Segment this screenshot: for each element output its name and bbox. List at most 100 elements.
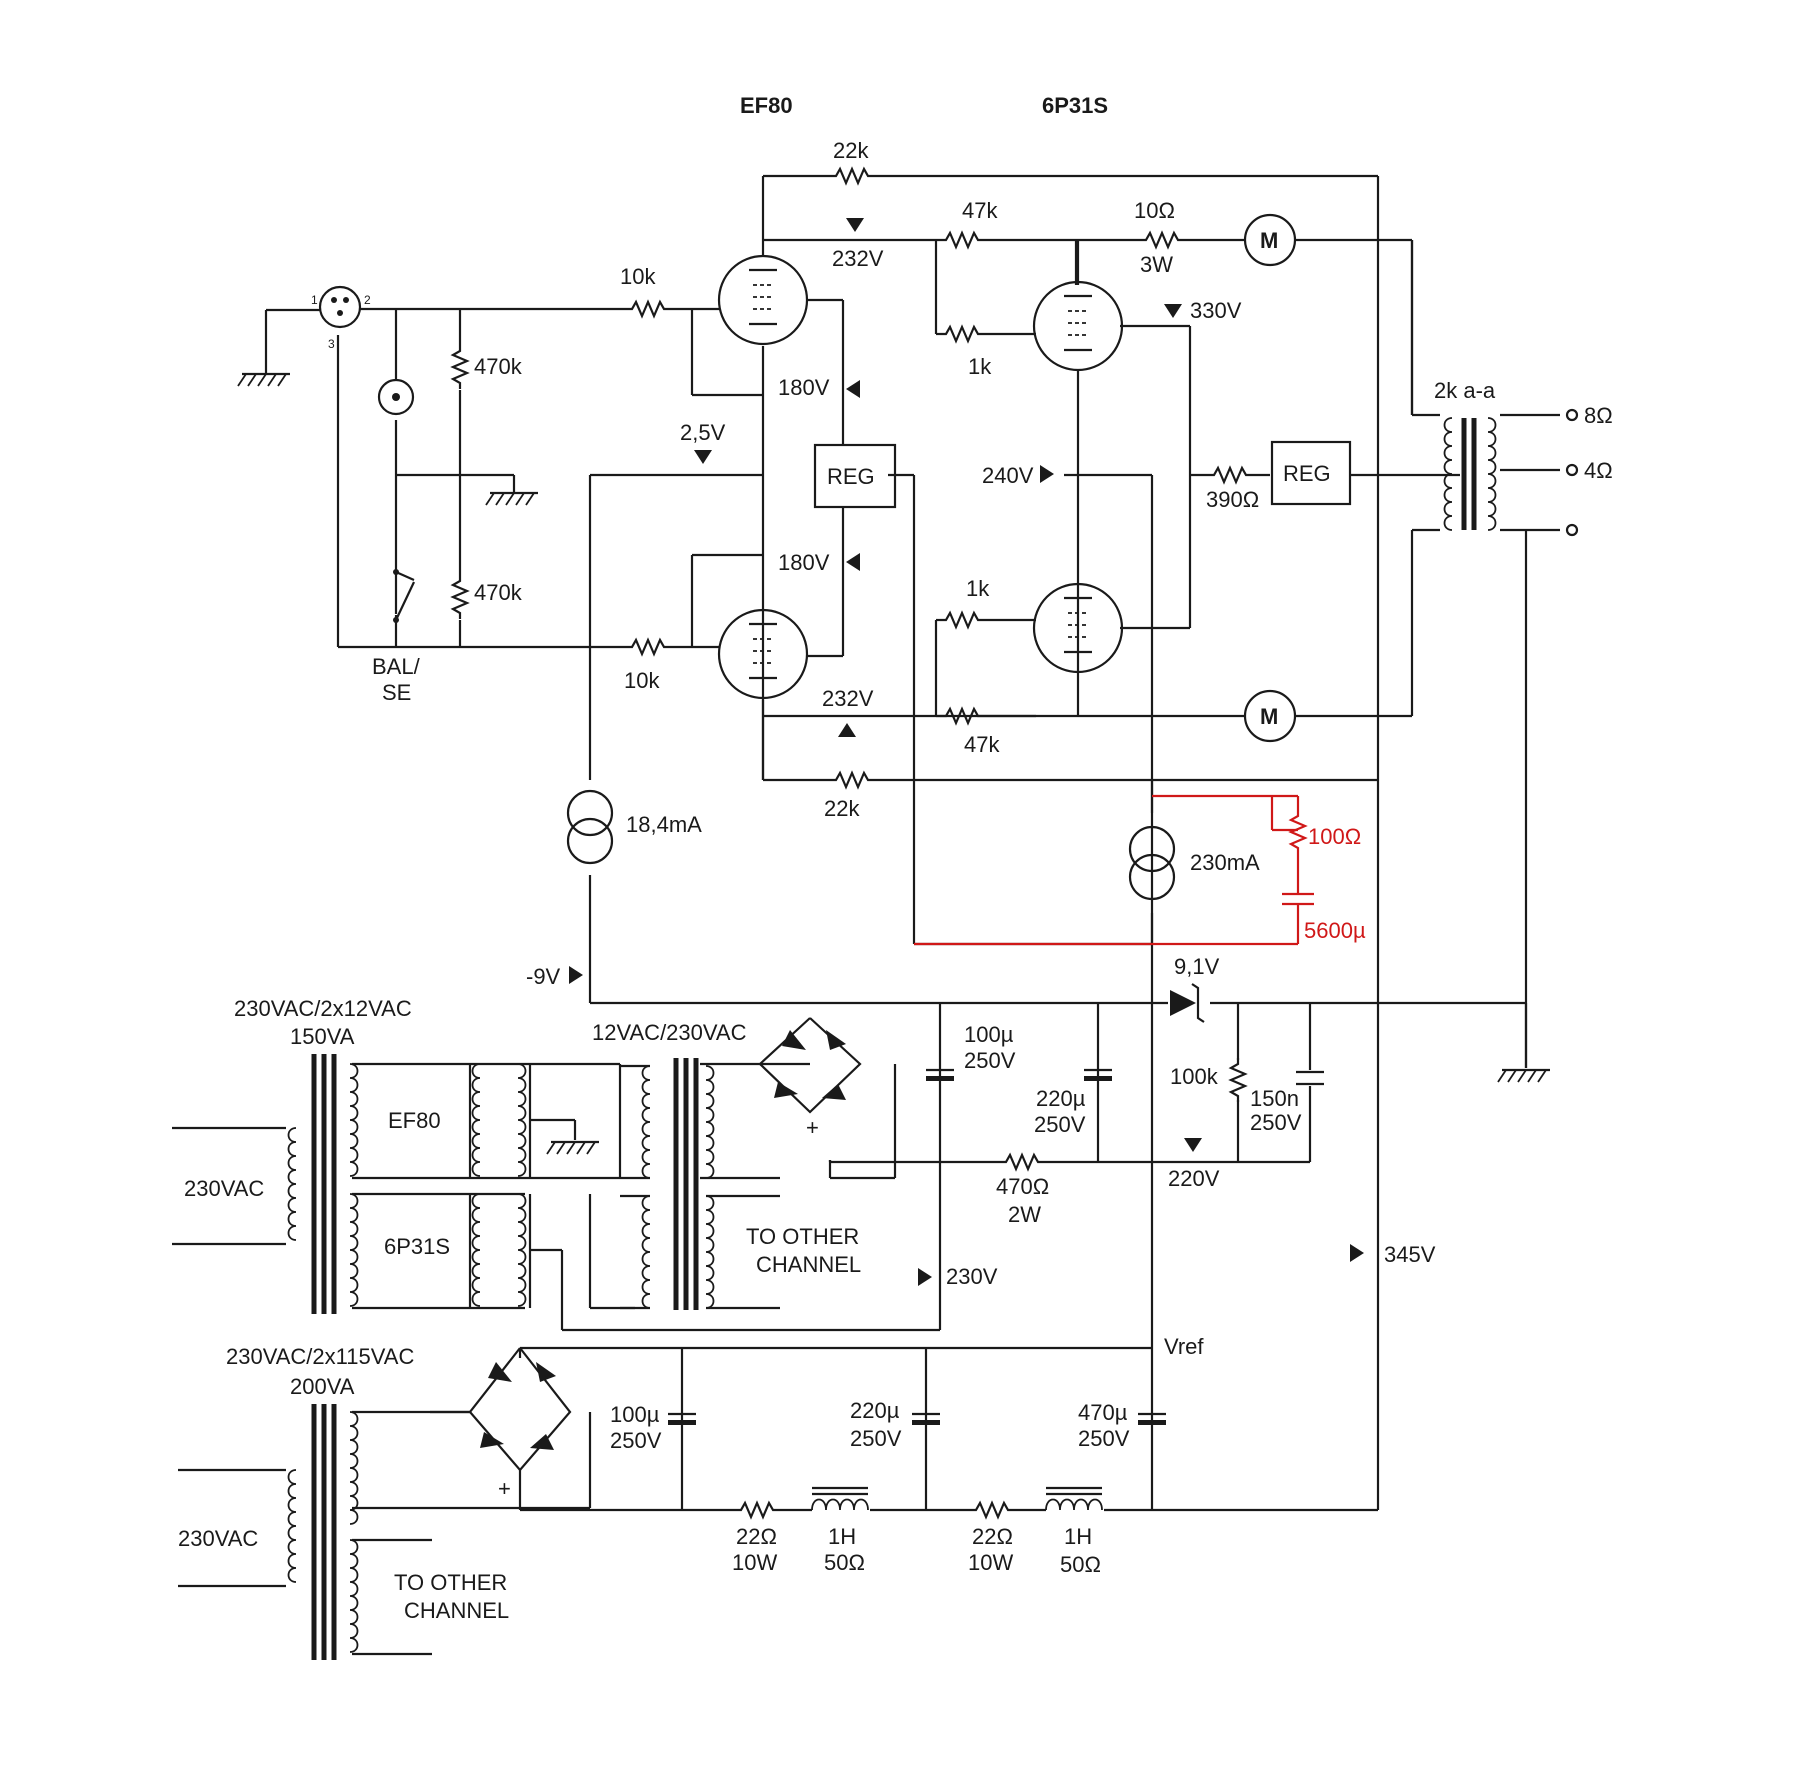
label-47k-top: 47k: [962, 198, 998, 223]
zener-diode: [1170, 983, 1205, 1023]
label-c4-voltage: 250V: [610, 1428, 662, 1453]
ground-symbol: [545, 1140, 601, 1156]
meter-bottom-label: M: [1260, 704, 1278, 729]
regulator-left: REG: [813, 443, 897, 509]
label-470k-top: 470k: [474, 354, 523, 379]
meter-top-label: M: [1260, 228, 1278, 253]
resistor-10k-top: [624, 300, 672, 318]
label-c1-voltage: 250V: [964, 1048, 1016, 1073]
label-sec-6p31s: 6P31S: [384, 1234, 450, 1259]
switch-label-2: SE: [382, 680, 411, 705]
xlr-input-connector: 1 2 3: [311, 285, 371, 351]
tap-4ohm: 4Ω: [1584, 458, 1613, 483]
label-470ohm: 470Ω: [996, 1174, 1049, 1199]
label-390ohm: 390Ω: [1206, 487, 1259, 512]
meter-bottom: M: [1243, 689, 1297, 743]
reg-right-label: REG: [1283, 461, 1331, 486]
label-heater-rating: 230VAC/2x12VAC: [234, 996, 412, 1021]
regulator-right: REG: [1270, 440, 1352, 506]
resistor-100k: [1229, 1056, 1247, 1104]
power-wiring: [172, 780, 1528, 1656]
label-180v-top: 180V: [778, 375, 830, 400]
xlr-pin-3: 3: [328, 337, 335, 351]
label-c4-value: 100µ: [610, 1402, 660, 1427]
label-2-5v: 2,5V: [680, 420, 726, 445]
ground-symbol: [484, 491, 540, 507]
resistor-22ohm-a: [733, 1501, 781, 1519]
label-232v-top: 232V: [832, 246, 884, 271]
reg-left-label: REG: [827, 464, 875, 489]
label-10ohm: 10Ω: [1134, 198, 1175, 223]
label-100k: 100k: [1170, 1064, 1219, 1089]
input-jack: [377, 378, 415, 416]
label-50ohm-b: 50Ω: [1060, 1552, 1101, 1577]
signal-wiring: [264, 174, 1560, 1068]
resistor-10ohm: [1138, 231, 1186, 249]
resistor-470k-bottom: [451, 573, 469, 621]
xlr-pin-2: 2: [364, 293, 371, 307]
label-hv-other-2: CHANNEL: [404, 1598, 509, 1623]
label-9-1v: 9,1V: [1174, 954, 1220, 979]
label-c2-value: 220µ: [1036, 1086, 1086, 1111]
label-232v-bottom: 232V: [822, 686, 874, 711]
resistor-390ohm: [1206, 466, 1254, 484]
rc-modification: [914, 794, 1314, 946]
heater-transformer: [287, 1054, 577, 1314]
hv-transformer: [287, 1404, 359, 1660]
resistor-47k-top: [938, 231, 986, 249]
label-neg9v: -9V: [526, 964, 561, 989]
label-hv-va: 200VA: [290, 1374, 355, 1399]
label-c1-value: 100µ: [964, 1022, 1014, 1047]
label-240v: 240V: [982, 463, 1034, 488]
label-c5-voltage: 250V: [850, 1426, 902, 1451]
label-c3-value: 150n: [1250, 1086, 1299, 1111]
label-22k-bottom: 22k: [824, 796, 860, 821]
bridge-rectifier-2: +: [468, 1347, 572, 1501]
label-sec-ef80: EF80: [388, 1108, 441, 1133]
label-47k-bottom: 47k: [964, 732, 1000, 757]
label-aux-rating: 12VAC/230VAC: [592, 1020, 747, 1045]
label-hv-primary: 230VAC: [178, 1526, 258, 1551]
resistor-22ohm-b: [968, 1501, 1016, 1519]
label-10w-a: 10W: [732, 1550, 777, 1575]
label-230v: 230V: [946, 1264, 998, 1289]
label-c6-voltage: 250V: [1078, 1426, 1130, 1451]
tube-ef80-label: EF80: [740, 93, 793, 118]
choke-1: [811, 1486, 869, 1511]
label-1k-bottom: 1k: [966, 576, 990, 601]
label-230mA: 230mA: [1190, 850, 1260, 875]
label-c3-voltage: 250V: [1250, 1110, 1302, 1135]
label-180v-bottom: 180V: [778, 550, 830, 575]
resistor-22k-top: [828, 167, 876, 185]
choke-2: [1045, 1486, 1103, 1511]
output-transformer: 2k a-a 8Ω 4Ω: [1434, 378, 1613, 537]
label-3w: 3W: [1140, 252, 1173, 277]
tap-8ohm: 8Ω: [1584, 403, 1613, 428]
label-220v: 220V: [1168, 1166, 1220, 1191]
resistor-22k-bottom: [828, 771, 876, 789]
ground-symbol: [1496, 1068, 1552, 1084]
meter-top: M: [1243, 213, 1297, 267]
label-heater-va: 150VA: [290, 1024, 355, 1049]
bridge-rectifier-1: +: [758, 1017, 862, 1140]
label-100ohm: 100Ω: [1308, 824, 1361, 849]
label-c5-value: 220µ: [850, 1398, 900, 1423]
tube-6p31s-label: 6P31S: [1042, 93, 1108, 118]
label-aux-other-1: TO OTHER: [746, 1224, 859, 1249]
label-2w: 2W: [1008, 1202, 1041, 1227]
switch-label-1: BAL/: [372, 654, 421, 679]
label-1h-b: 1H: [1064, 1524, 1092, 1549]
current-source-18mA: [566, 789, 614, 865]
label-c6-value: 470µ: [1078, 1400, 1128, 1425]
label-vref: Vref: [1164, 1334, 1204, 1359]
label-hv-other-1: TO OTHER: [394, 1570, 507, 1595]
voltage-markers: [569, 218, 1364, 1286]
bridge2-plus: +: [498, 1476, 511, 1501]
label-330v: 330V: [1190, 298, 1242, 323]
label-50ohm-a: 50Ω: [824, 1550, 865, 1575]
label-10k-bottom: 10k: [624, 668, 660, 693]
label-10w-b: 10W: [968, 1550, 1013, 1575]
bal-se-switch: BAL/ SE: [372, 569, 421, 705]
label-22ohm-b: 22Ω: [972, 1524, 1013, 1549]
